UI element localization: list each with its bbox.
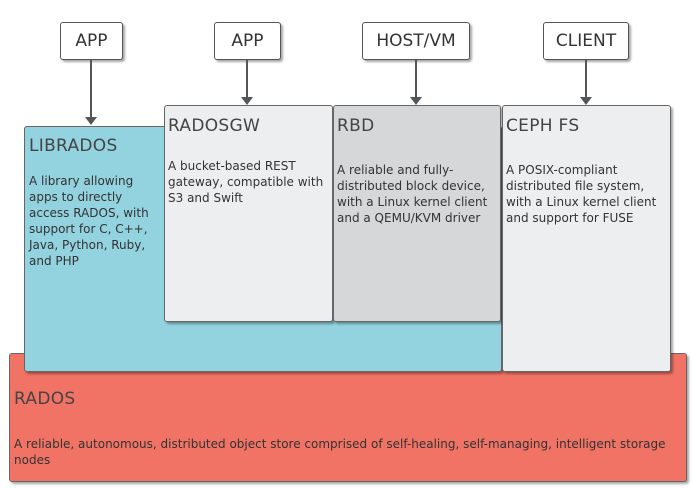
- arrow-app1-to-librados: [90, 60, 92, 118]
- radosgw-title: RADOSGW: [168, 116, 261, 136]
- cephfs-description: A POSIX-compliant distributed file syste…: [506, 163, 657, 225]
- cephfs-box: CEPH FS A POSIX-compliant distributed fi…: [502, 105, 671, 372]
- librados-description: A library allowing apps to directly acce…: [29, 174, 149, 268]
- cephfs-title: CEPH FS: [506, 116, 580, 136]
- rbd-description: A reliable and fully-distributed block d…: [337, 163, 488, 225]
- rados-description: A reliable, autonomous, distributed obje…: [14, 437, 666, 467]
- app-box-2: APP: [214, 22, 281, 60]
- rbd-title: RBD: [337, 116, 375, 136]
- host-vm-box: HOST/VM: [362, 22, 470, 60]
- client-box: CLIENT: [543, 22, 629, 60]
- arrow-client-to-cephfs: [585, 60, 587, 98]
- arrow-client-head: [580, 97, 592, 105]
- arrow-host-head: [410, 97, 422, 105]
- arrow-app1-head: [85, 117, 97, 125]
- rados-layer: RADOS A reliable, autonomous, distribute…: [9, 353, 687, 482]
- radosgw-description: A bucket-based REST gateway, compatible …: [168, 159, 324, 205]
- librados-title: LIBRADOS: [29, 136, 118, 156]
- arrow-app2-head: [241, 97, 253, 105]
- rados-title: RADOS: [14, 389, 76, 409]
- app-box-1: APP: [60, 22, 123, 60]
- arrow-host-to-rbd: [415, 60, 417, 98]
- rbd-box: RBD A reliable and fully-distributed blo…: [333, 105, 501, 322]
- radosgw-box: RADOSGW A bucket-based REST gateway, com…: [164, 105, 333, 322]
- arrow-app2-to-radosgw: [246, 60, 248, 98]
